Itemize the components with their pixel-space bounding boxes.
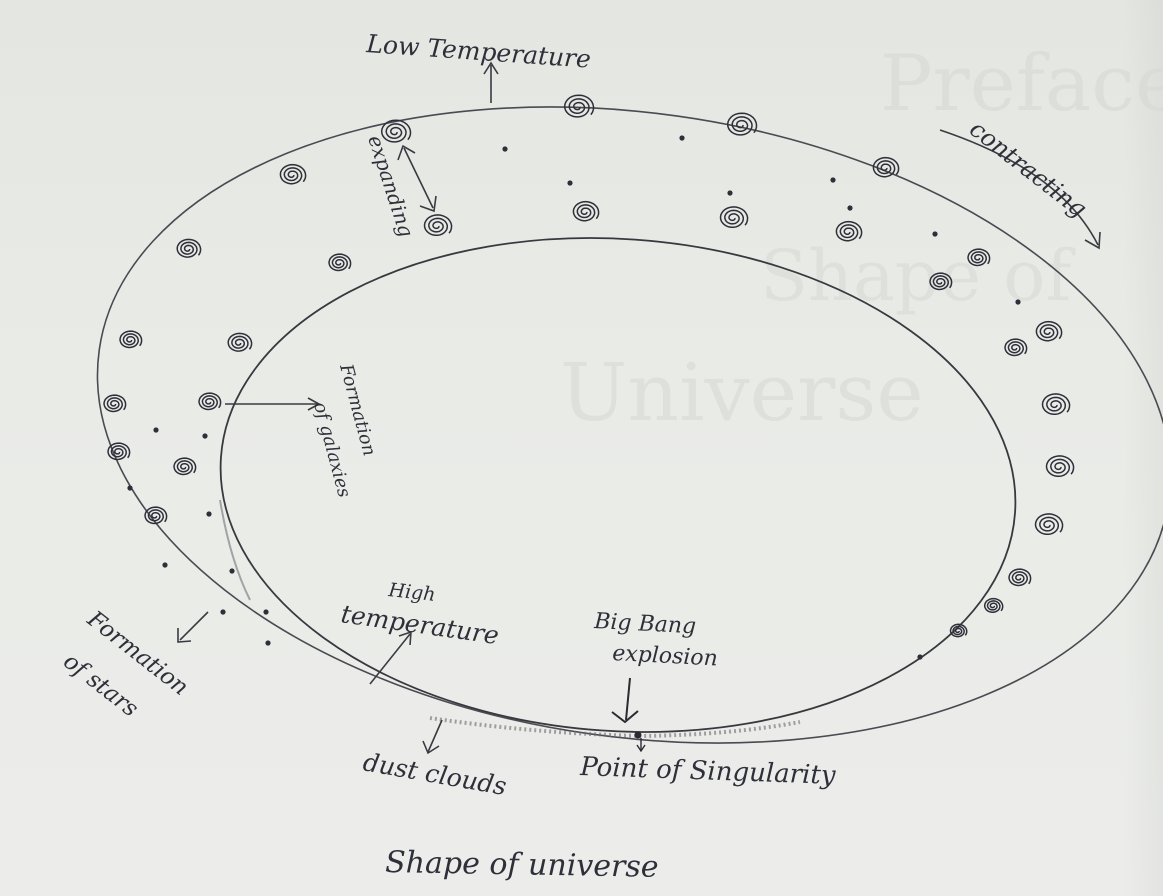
dust-cloud-shading <box>429 716 801 739</box>
galaxy-spiral <box>719 206 749 229</box>
big-bang-label-line1: Big Bang <box>593 609 697 639</box>
galaxy-spiral <box>1041 393 1071 416</box>
dust-cloud-shading <box>219 499 251 601</box>
galaxy-spiral <box>103 394 127 413</box>
dust-clouds-arrow <box>422 719 443 755</box>
star-dot <box>1015 299 1021 305</box>
galaxy-spiral <box>1004 338 1028 357</box>
dust-clouds-label: dust clouds <box>361 747 509 801</box>
galaxy-spiral <box>726 112 758 136</box>
galaxy-spiral <box>144 506 168 525</box>
star-dot <box>917 654 923 660</box>
galaxy-spirals <box>103 94 1075 638</box>
star-dot <box>220 609 226 615</box>
high-temperature-arrow <box>369 630 412 685</box>
galaxy-spiral <box>423 214 453 237</box>
star-dot <box>153 427 159 433</box>
galaxy-spiral <box>176 238 202 258</box>
low-temperature-label: Low Temperature <box>365 29 592 74</box>
low-temperature-arrow <box>483 61 499 103</box>
formation-of-stars-arrow <box>177 611 209 643</box>
galaxy-spiral <box>835 220 863 242</box>
star-dot <box>263 609 269 615</box>
star-dot <box>202 433 208 439</box>
expanding-arrow <box>397 144 437 213</box>
galaxy-spiral <box>1034 513 1064 536</box>
high-temperature-label-line1: High <box>386 579 436 606</box>
star-dot <box>932 231 938 237</box>
bleed-through-text: Preface Shape of Universe <box>560 39 1163 439</box>
galaxy-spiral <box>328 253 352 272</box>
galaxy-spiral <box>983 597 1004 613</box>
star-dot <box>206 511 212 517</box>
formation-of-galaxies-arrow <box>225 397 321 411</box>
galaxy-spiral <box>1035 320 1063 342</box>
galaxy-spiral <box>563 94 595 118</box>
galaxy-spiral <box>572 200 600 222</box>
galaxy-spiral <box>380 119 412 143</box>
big-bang-label-line2: explosion <box>612 641 719 671</box>
star-dot <box>162 562 168 568</box>
paper-shadow <box>1123 0 1163 896</box>
galaxy-spiral <box>227 332 253 352</box>
star-dot <box>265 640 271 646</box>
galaxy-spiral <box>872 156 900 178</box>
singularity-arrow <box>636 738 646 753</box>
star-dots <box>127 135 1021 660</box>
star-dot <box>127 485 133 491</box>
bleed-through-line: Shape of <box>760 235 1076 317</box>
galaxy-spiral <box>173 457 197 476</box>
galaxy-spiral <box>198 392 222 411</box>
bleed-through-line: Preface <box>880 39 1163 129</box>
bleed-through-line: Universe <box>560 346 924 439</box>
galaxy-spiral <box>949 623 968 638</box>
contracting-label: contracting <box>964 115 1092 223</box>
inner-universe-ellipse <box>219 237 1017 733</box>
high-temperature-label-line2: temperature <box>339 599 501 650</box>
star-dot <box>847 205 853 211</box>
star-dot <box>567 180 573 186</box>
star-dot <box>727 190 733 196</box>
galaxy-spiral <box>967 248 991 267</box>
galaxy-spiral <box>929 272 953 291</box>
star-dot <box>229 568 235 574</box>
expanding-label: expanding <box>363 132 418 240</box>
galaxy-spiral <box>1008 568 1032 587</box>
galaxy-spiral <box>119 330 143 349</box>
star-dot <box>830 177 836 183</box>
galaxy-spiral <box>107 442 131 461</box>
galaxy-spiral <box>1045 455 1075 478</box>
star-dot <box>679 135 685 141</box>
star-dot <box>502 146 508 152</box>
contracting-arrow <box>939 129 1101 250</box>
big-bang-arrow <box>611 677 639 724</box>
galaxy-spiral <box>279 163 307 185</box>
point-of-singularity-label: Point of Singularity <box>579 752 837 791</box>
singularity-point <box>634 731 642 739</box>
diagram-caption: Shape of universe <box>385 845 659 885</box>
